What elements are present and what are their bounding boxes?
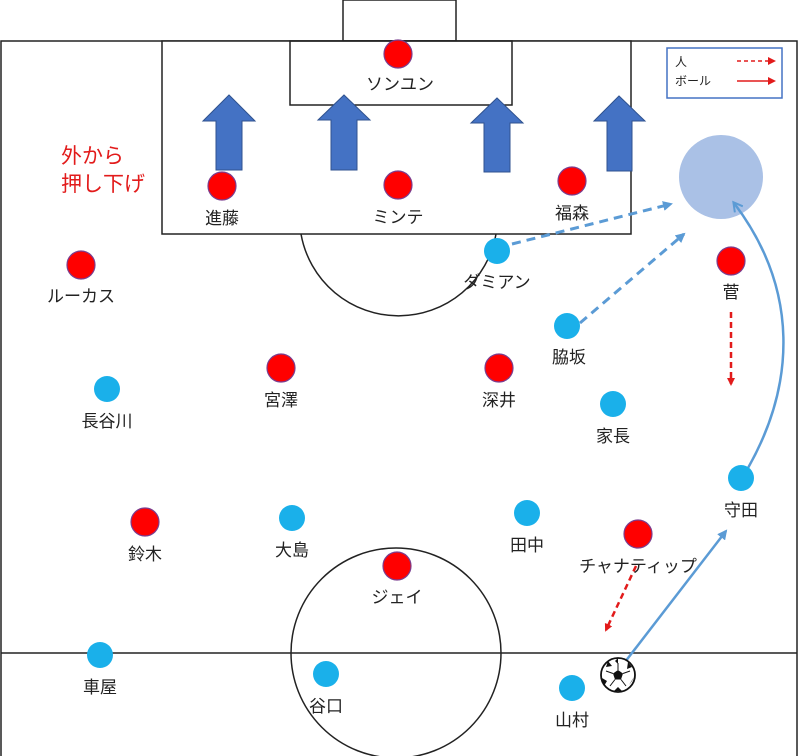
blue-player-marker [94, 376, 120, 402]
blue-player-marker [559, 675, 585, 701]
red-player-name: チャナティップ [579, 557, 697, 577]
blue-player-name: 長谷川 [82, 412, 133, 432]
red-player-name: ソンユン [366, 75, 434, 95]
legend: 人 ボール [666, 47, 783, 99]
annotation-line-1: 外から [61, 144, 124, 168]
blue-player-marker [87, 642, 113, 668]
legend-ball-label: ボール [675, 74, 711, 88]
push-arrow-2 [316, 94, 372, 171]
legend-person-label: 人 [675, 55, 687, 69]
red-player-marker [266, 353, 296, 383]
blue-player-marker [728, 465, 754, 491]
blue-player-marker [554, 313, 580, 339]
red-player-marker [623, 519, 653, 549]
push-arrow-4 [592, 95, 647, 172]
center-circle [290, 547, 502, 756]
red-player-name: ミンテ [373, 208, 424, 228]
push-arrows [201, 94, 647, 173]
movement-arrows [511, 201, 785, 663]
run-arrow-wakizaka [579, 232, 686, 325]
target-zone [679, 135, 763, 219]
red-player-marker [557, 166, 587, 196]
red-player-name: 菅 [723, 283, 740, 303]
red-player-name: ルーカス [47, 287, 115, 307]
push-arrow-3 [469, 97, 525, 173]
blue-player-name: 大島 [275, 541, 309, 561]
red-player-name: 鈴木 [128, 545, 162, 565]
red-player-marker [383, 39, 413, 69]
run-arrow-damian [511, 201, 673, 246]
red-player-marker [716, 246, 746, 276]
blue-player-name: 山村 [555, 711, 589, 731]
blue-player-name: ダミアン [463, 273, 530, 293]
red-player-marker [382, 551, 412, 581]
red-player-marker [484, 353, 514, 383]
blue-player-marker [514, 500, 540, 526]
blue-player-marker [313, 661, 339, 687]
blue-player-name: 家長 [596, 427, 630, 447]
run-arrow-chanathip [604, 565, 638, 632]
red-player-marker [66, 250, 96, 280]
blue-player-marker [600, 391, 626, 417]
blue-player-name: 守田 [724, 501, 758, 521]
red-player-marker [383, 170, 413, 200]
red-team: ソンユン 進藤 ミンテ 福森 ルーカス 菅 宮澤 深井 鈴木 ジェイ チャナティ… [47, 39, 746, 608]
blue-team: ダミアン 脇坂 長谷川 家長 守田 大島 田中 車屋 谷口 山村 [82, 238, 758, 731]
penalty-arc [300, 233, 497, 317]
red-player-marker [130, 507, 160, 537]
annotation-line-2: 押し下げ [61, 172, 145, 196]
blue-player-marker [484, 238, 510, 264]
blue-player-marker [279, 505, 305, 531]
red-player-name: 深井 [482, 391, 516, 411]
red-player-name: 宮澤 [264, 391, 298, 411]
blue-player-name: 車屋 [83, 678, 117, 698]
red-player-marker [207, 171, 237, 201]
legend-box [666, 47, 783, 99]
push-arrow-1 [201, 94, 257, 171]
pass-arrow-to-zone [734, 203, 785, 469]
pass-arrow-to-morita [624, 529, 728, 663]
red-player-name: ジェイ [372, 588, 423, 608]
blue-player-name: 谷口 [309, 697, 343, 717]
soccer-ball-icon [600, 657, 636, 693]
red-player-name: 進藤 [205, 209, 239, 229]
blue-player-name: 脇坂 [552, 348, 586, 368]
goal [342, 0, 457, 42]
red-player-name: 福森 [555, 204, 589, 224]
blue-player-name: 田中 [510, 536, 544, 556]
